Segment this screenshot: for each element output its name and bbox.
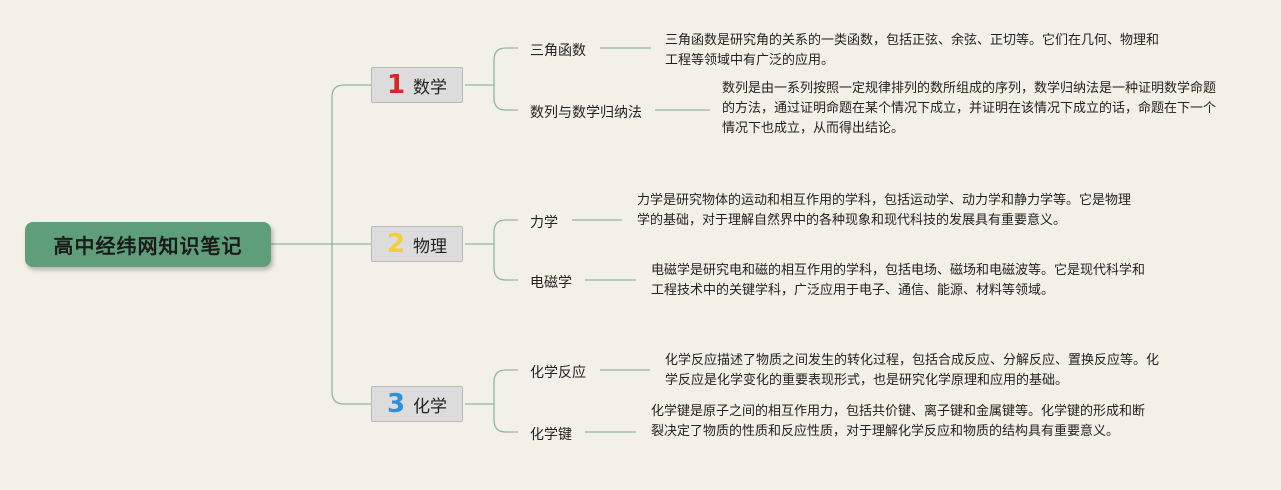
branch-label: 物理 xyxy=(413,236,448,257)
branch-number: 3 xyxy=(386,389,406,419)
branch-number: 1 xyxy=(386,70,406,100)
topic-description: 力学是研究物体的运动和相互作用的学科，包括运动学、动力学和静力学等。它是物理学的… xyxy=(637,193,1132,228)
branch-label: 数学 xyxy=(413,77,448,98)
branch-physics: 2 物理 xyxy=(371,226,463,262)
branch-chemistry: 3 化学 xyxy=(371,386,463,422)
branch-label: 化学 xyxy=(413,396,448,417)
topic-description: 数列是由一系列按照一定规律排列的数所组成的序列，数学归纳法是一种证明数学命题的方… xyxy=(722,81,1217,136)
topic-description: 三角函数是研究角的关系的一类函数，包括正弦、余弦、正切等。它们在几何、物理和工程… xyxy=(665,33,1160,68)
branch-math: 1 数学 xyxy=(371,67,463,103)
topic-mechanics: 力学 xyxy=(530,215,558,231)
topic-chemical-bonds: 化学键 xyxy=(530,427,572,443)
topic-trigonometric-functions: 三角函数 xyxy=(530,43,586,59)
topic-sequences-induction: 数列与数学归纳法 xyxy=(530,105,642,121)
topic-description: 化学键是原子之间的相互作用力，包括共价键、离子键和金属键等。化学键的形成和断裂决… xyxy=(651,404,1146,439)
topic-electromagnetism: 电磁学 xyxy=(530,275,572,291)
topic-description: 化学反应描述了物质之间发生的转化过程，包括合成反应、分解反应、置换反应等。化学反… xyxy=(665,353,1160,388)
root-node: 高中经纬网知识笔记 xyxy=(25,222,271,267)
branch-number: 2 xyxy=(386,229,406,259)
topic-description: 电磁学是研究电和磁的相互作用的学科，包括电场、磁场和电磁波等。它是现代科学和工程… xyxy=(651,263,1146,298)
topic-chemical-reactions: 化学反应 xyxy=(530,365,586,381)
